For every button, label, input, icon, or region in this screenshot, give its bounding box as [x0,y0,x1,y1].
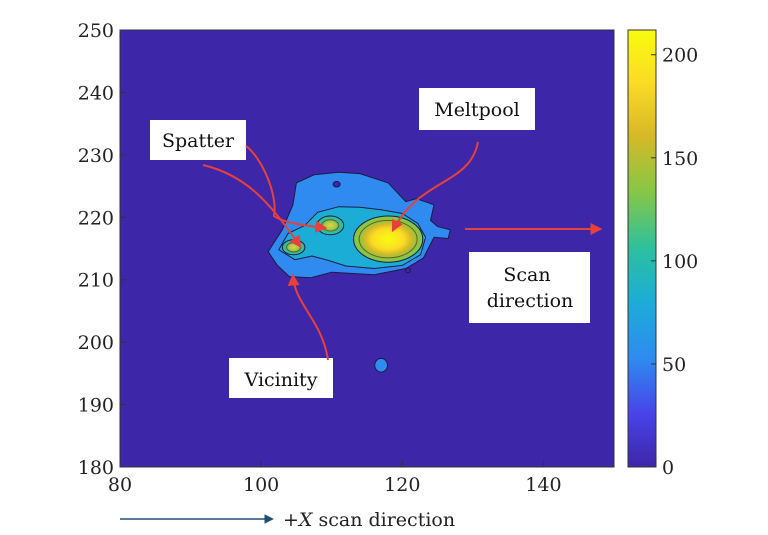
callout-meltpool-label: Meltpool [434,99,520,121]
annotation-arrows [202,141,603,361]
x-axis-label: +X scan direction [120,509,455,531]
callout-spatter-label: Spatter [162,130,235,152]
x-tick-label: 80 [108,474,132,496]
x-axis: 80 100 120 140 [108,461,562,496]
y-tick-label: 250 [78,20,114,42]
y-tick-label: 210 [78,270,114,292]
y-tick-label: 200 [78,332,114,354]
y-tick-label: 230 [78,145,114,167]
colorbar-tick-label: 0 [662,457,674,479]
isolated-spot [374,357,388,373]
colorbar-tick-label: 50 [662,354,686,376]
colorbar-tick-label: 100 [662,251,698,273]
arrow-vicinity [287,273,329,361]
contour-layer [267,171,451,373]
y-tick-label: 190 [78,395,114,417]
x-tick-label: 120 [384,474,420,496]
y-tick-label: 240 [78,82,114,104]
x-tick-label: 140 [525,474,561,496]
callout-scan-direction-label: Scan direction [487,264,574,312]
callout-vicinity: Vicinity [229,358,333,398]
y-tick-label: 220 [78,207,114,229]
contour-hole [332,180,341,188]
x-tick-label: 100 [243,474,279,496]
contour-hole [404,267,411,274]
y-axis: 180 190 200 210 220 230 240 250 [78,20,126,479]
colorbar [627,29,657,468]
colorbar-ticks: 0 50 100 150 200 [651,45,698,479]
colorbar-tick-label: 200 [662,45,698,67]
callout-spatter: Spatter [150,120,246,160]
spatter-1-core [321,219,340,232]
x-axis-label-text: +X scan direction [283,509,455,531]
y-tick-label: 180 [78,457,114,479]
callout-vicinity-label: Vicinity [244,369,318,391]
arrow-meltpool [391,141,479,233]
arrow-spatter-2 [202,164,302,248]
callout-scan-direction: Scan direction [469,252,590,323]
arrow-spatter-1 [245,145,328,233]
callout-meltpool: Meltpool [419,88,535,130]
meltpool-core [358,219,418,259]
colorbar-tick-label: 150 [662,148,698,170]
